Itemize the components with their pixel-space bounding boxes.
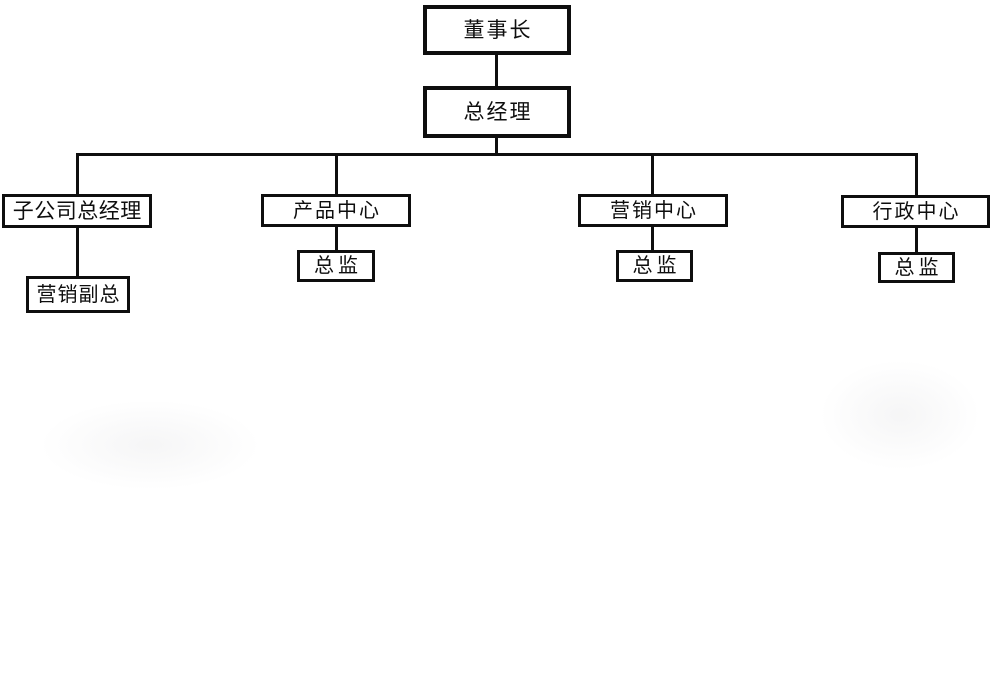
scan-smudge [820, 360, 980, 470]
scan-smudge [40, 400, 260, 490]
connector-subsidiary-gm-to-marketing-vp [76, 228, 79, 276]
org-node-chairman: 董事长 [423, 5, 571, 55]
org-node-marketing-center: 营销中心 [578, 194, 728, 227]
org-node-product-center: 产品中心 [261, 194, 411, 227]
connector-admin-center-to-director [915, 228, 918, 252]
connector-chairman-to-general-manager [495, 55, 498, 86]
connector-drop-marketing-center [651, 153, 654, 194]
connector-drop-product-center [335, 153, 338, 194]
connector-product-center-to-director [335, 227, 338, 250]
connector-marketing-center-to-director [651, 227, 654, 250]
org-node-subsidiary-gm: 子公司总经理 [2, 194, 152, 228]
connector-branch-bar [76, 153, 918, 156]
org-node-marketing-director: 总监 [616, 250, 693, 282]
org-node-general-manager: 总经理 [423, 86, 571, 138]
org-node-product-director: 总监 [297, 250, 375, 282]
connector-general-manager-stub [495, 138, 498, 156]
org-node-admin-director: 总监 [878, 252, 955, 283]
connector-drop-admin-center [915, 153, 918, 195]
connector-drop-subsidiary-gm [76, 153, 79, 194]
org-node-marketing-vp: 营销副总 [26, 276, 130, 313]
org-node-admin-center: 行政中心 [841, 195, 990, 228]
